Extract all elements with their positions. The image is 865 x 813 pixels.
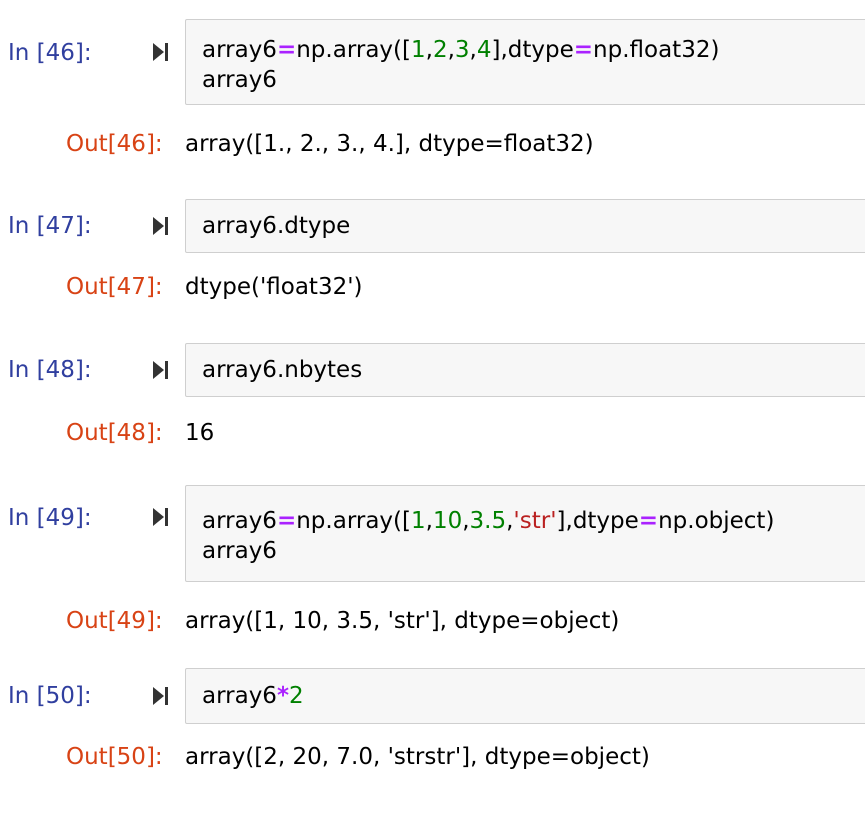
code-token: array6	[202, 67, 277, 93]
out-prompt: Out[46]:	[66, 131, 163, 157]
cell-output: array([1, 10, 3.5, 'str'], dtype=object)	[185, 608, 620, 634]
out-prompt: Out[50]:	[66, 744, 163, 770]
code-token: np.object)	[658, 508, 775, 534]
code-token: ],dtype	[556, 508, 639, 534]
code-line: array6=np.array([1,10,3.5,'str'],dtype=n…	[202, 507, 774, 535]
cell-48: In [48]: array6.nbytes Out[48]: 16	[0, 340, 865, 470]
in-prompt: In [47]:	[8, 213, 92, 239]
code-number: 2	[432, 37, 448, 63]
code-input[interactable]: array6=np.array([1,10,3.5,'str'],dtype=n…	[185, 485, 865, 582]
cell-47: In [47]: array6.dtype Out[47]: dtype('fl…	[0, 196, 865, 326]
code-line: array6	[202, 66, 277, 94]
code-number: 1	[410, 37, 426, 63]
cell-output: array([2, 20, 7.0, 'strstr'], dtype=obje…	[185, 744, 650, 770]
code-number: 3	[454, 37, 470, 63]
out-prompt: Out[47]:	[66, 274, 163, 300]
code-input[interactable]: array6*2	[185, 668, 865, 724]
code-number: 4	[476, 37, 492, 63]
cell-46: In [46]: array6=np.array([1,2,3,4],dtype…	[0, 0, 865, 190]
out-prompt: Out[48]:	[66, 420, 163, 446]
code-string: 'str'	[513, 508, 557, 534]
code-token: np.float32)	[593, 37, 720, 63]
code-operator: =	[638, 508, 659, 534]
in-prompt: In [50]:	[8, 683, 92, 709]
cell-50: In [50]: array6*2 Out[50]: array([2, 20,…	[0, 667, 865, 807]
code-token: np.array([	[296, 508, 411, 534]
code-input[interactable]: array6=np.array([1,2,3,4],dtype=np.float…	[185, 19, 865, 105]
code-token: ,	[425, 508, 433, 534]
code-operator: =	[276, 37, 297, 63]
code-input[interactable]: array6.nbytes	[185, 343, 865, 397]
cell-49: In [49]: array6=np.array([1,10,3.5,'str'…	[0, 485, 865, 655]
cell-output: 16	[185, 420, 215, 446]
code-operator: =	[276, 508, 297, 534]
code-token: ,	[447, 37, 455, 63]
code-token: array6.nbytes	[202, 357, 363, 383]
code-input[interactable]: array6.dtype	[185, 199, 865, 253]
code-operator: *	[276, 683, 289, 709]
code-line: array6=np.array([1,2,3,4],dtype=np.float…	[202, 36, 719, 64]
out-prompt: Out[49]:	[66, 608, 163, 634]
in-prompt: In [46]:	[8, 40, 92, 66]
run-cell-icon[interactable]	[152, 360, 170, 380]
code-token: array6	[202, 683, 277, 709]
code-token: array6	[202, 538, 277, 564]
code-token: ,	[425, 37, 433, 63]
code-token: array6.dtype	[202, 213, 351, 239]
cell-output: dtype('float32')	[185, 274, 363, 300]
run-cell-icon[interactable]	[152, 507, 170, 527]
code-token: ],dtype	[491, 37, 574, 63]
code-line: array6*2	[202, 682, 304, 710]
run-cell-icon[interactable]	[152, 216, 170, 236]
code-token: array6	[202, 37, 277, 63]
in-prompt: In [48]:	[8, 357, 92, 383]
in-prompt: In [49]:	[8, 505, 92, 531]
code-number: 3.5	[469, 508, 507, 534]
run-cell-icon[interactable]	[152, 686, 170, 706]
code-line: array6.dtype	[202, 212, 350, 240]
code-line: array6.nbytes	[202, 356, 362, 384]
code-number: 2	[288, 683, 304, 709]
code-token: ,	[462, 508, 470, 534]
code-operator: =	[573, 37, 594, 63]
code-number: 10	[432, 508, 463, 534]
code-line: array6	[202, 537, 277, 565]
code-token: ,	[469, 37, 477, 63]
run-cell-icon[interactable]	[152, 42, 170, 62]
code-token: array6	[202, 508, 277, 534]
cell-output: array([1., 2., 3., 4.], dtype=float32)	[185, 131, 594, 157]
code-number: 1	[410, 508, 426, 534]
code-token: ,	[506, 508, 514, 534]
code-token: np.array([	[296, 37, 411, 63]
